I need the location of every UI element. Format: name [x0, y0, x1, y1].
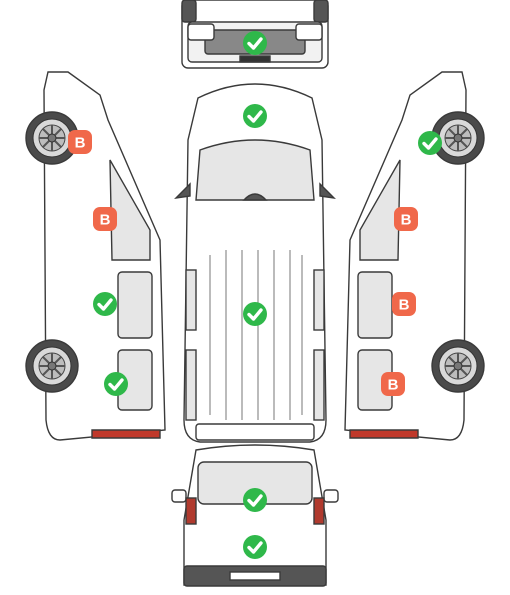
- marker-right-rear-panel[interactable]: B: [381, 372, 405, 396]
- badge-b: B: [392, 292, 416, 316]
- left-side-view: [25, 71, 166, 441]
- marker-rear-bumper[interactable]: [243, 535, 267, 559]
- check-icon: [418, 131, 442, 155]
- check-icon: [243, 104, 267, 128]
- svg-text:B: B: [399, 297, 410, 314]
- marker-roof-front[interactable]: [243, 104, 267, 128]
- marker-front[interactable]: [243, 31, 267, 55]
- marker-rear-window[interactable]: [243, 488, 267, 512]
- check-icon: [243, 535, 267, 559]
- svg-text:B: B: [75, 135, 86, 152]
- svg-text:B: B: [401, 212, 412, 229]
- badge-b: B: [381, 372, 405, 396]
- check-icon: [93, 292, 117, 316]
- check-icon: [104, 372, 128, 396]
- marker-left-rear-panel[interactable]: [104, 372, 128, 396]
- badge-b: B: [68, 130, 92, 154]
- svg-text:B: B: [388, 377, 399, 394]
- marker-right-front-wheel[interactable]: [418, 131, 442, 155]
- badge-b: B: [93, 207, 117, 231]
- check-icon: [243, 31, 267, 55]
- marker-roof-center[interactable]: [243, 302, 267, 326]
- rear-view: [171, 444, 339, 587]
- marker-right-sliding-door[interactable]: B: [392, 292, 416, 316]
- check-icon: [243, 488, 267, 512]
- right-side-view: [344, 71, 485, 441]
- marker-right-front-door[interactable]: B: [394, 207, 418, 231]
- marker-left-sliding-door[interactable]: [93, 292, 117, 316]
- marker-left-front-door[interactable]: B: [93, 207, 117, 231]
- check-icon: [243, 302, 267, 326]
- svg-text:B: B: [100, 212, 111, 229]
- badge-b: B: [394, 207, 418, 231]
- marker-left-front-wheel[interactable]: B: [68, 130, 92, 154]
- top-view: [174, 83, 336, 443]
